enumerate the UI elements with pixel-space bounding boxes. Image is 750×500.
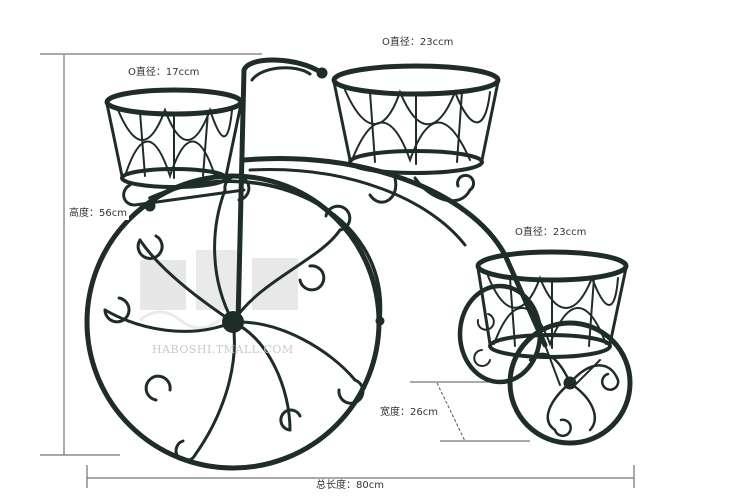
front-basket-diameter-label: O直径：23ccm	[513, 227, 589, 239]
top-basket-diameter-label: O直径：23ccm	[380, 37, 456, 49]
main-frame-tube	[241, 155, 548, 348]
dimension-lines	[40, 53, 635, 488]
watermark-text: HABOSHI.TMALL.COM	[152, 343, 294, 356]
metal-frame	[84, 57, 633, 471]
handlebar-post	[235, 57, 323, 325]
top-basket	[331, 63, 501, 175]
small-basket-diameter-label: O直径：17ccm	[126, 67, 202, 79]
small-basket	[104, 87, 244, 189]
rear-wheels	[457, 283, 633, 446]
height-label: 高度：56cm	[67, 208, 129, 220]
width-label: 宽度：26cm	[378, 407, 440, 419]
total-length-label: 总长度：80cm	[314, 480, 386, 492]
width-diagonal-line	[436, 382, 466, 442]
front-basket	[475, 249, 629, 359]
large-wheel	[84, 173, 382, 471]
